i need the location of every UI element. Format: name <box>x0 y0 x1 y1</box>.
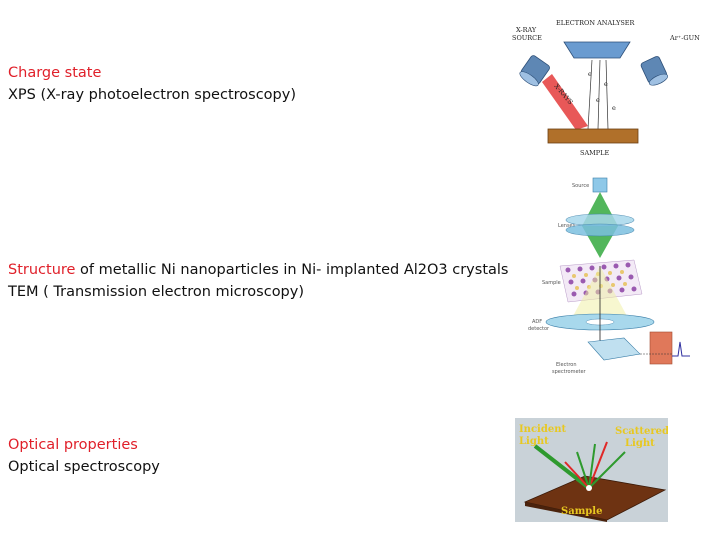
section-subtitle: XPS (X-ray photoelectron spectroscopy) <box>8 87 296 103</box>
xray-beam <box>542 74 588 130</box>
spectrum-trace <box>672 341 690 357</box>
spectrometer-label-2: spectrometer <box>552 369 587 375</box>
electron-path <box>597 59 601 130</box>
ar-gun-shape <box>640 56 668 86</box>
tem-diagram: Source Lenses Sample ADF detector Electr… <box>528 177 690 375</box>
xps-diagram: ELECTRON ANALYSER X-RAY SOURCE Ar⁺-GUN X… <box>512 19 700 157</box>
scattered-beam <box>576 451 590 489</box>
section-title: Optical properties <box>8 437 138 453</box>
scattered-beam <box>588 443 596 489</box>
electron-label: e <box>588 70 592 78</box>
lens-bottom <box>565 223 635 237</box>
scattering-point <box>586 485 592 491</box>
scattered-light-label-1: Scattered <box>615 426 668 437</box>
optical-section: Optical properties Optical spectroscopy <box>8 434 160 478</box>
adf-detector-label-2: detector <box>528 326 550 332</box>
optical-sample-slab <box>523 475 667 521</box>
electron-path <box>605 59 609 130</box>
ar-gun-label: Ar⁺-GUN <box>669 34 700 42</box>
scattered-light-label-2: Light <box>625 438 655 449</box>
electron-path <box>587 59 593 130</box>
electron-spectrometer <box>587 337 641 361</box>
xps-sample-slab <box>547 128 639 144</box>
section-title: Structure <box>8 262 76 278</box>
adf-detector-label-1: ADF <box>532 319 542 325</box>
optical-diagram: Incident Light Scattered Light Sample <box>515 418 668 522</box>
incident-light-label-1: Incident <box>519 424 566 435</box>
electron-label: e <box>612 104 616 112</box>
source-label: Source <box>572 183 589 189</box>
section-title-rest: of metallic Ni nanoparticles in Ni- impl… <box>75 262 509 278</box>
optical-sample-label: Sample <box>561 506 602 517</box>
electron-analyser-label: ELECTRON ANALYSER <box>556 19 636 27</box>
spectrometer-label-1: Electron <box>556 362 577 368</box>
structure-section: Structure of metallic Ni nanoparticles i… <box>8 259 508 303</box>
incident-light-label-2: Light <box>519 436 549 447</box>
scattered-beam <box>564 461 590 489</box>
xray-source-label-1: X-RAY <box>516 26 537 34</box>
xps-sample-label: SAMPLE <box>580 149 609 157</box>
tem-sample-label: Sample <box>542 280 561 286</box>
spectrum-panel <box>649 331 673 365</box>
section-title: Charge state <box>8 65 102 81</box>
optical-sample-edge <box>525 502 607 522</box>
lenses-label: Lenses <box>558 223 576 229</box>
electron-label: e <box>604 80 608 88</box>
incident-beam <box>533 444 591 490</box>
section-subtitle: TEM ( Transmission electron microscopy) <box>8 284 305 300</box>
section-subtitle: Optical spectroscopy <box>8 459 160 475</box>
scattered-beam <box>588 451 626 489</box>
electron-source <box>592 177 608 193</box>
electron-label: e <box>596 96 600 104</box>
xray-source-shape <box>519 55 550 87</box>
electron-analyser-shape <box>563 41 631 59</box>
charge-state-section: Charge state XPS (X-ray photoelectron sp… <box>8 62 296 106</box>
xray-source-label-2: SOURCE <box>512 34 542 42</box>
scattered-beam <box>588 441 608 489</box>
